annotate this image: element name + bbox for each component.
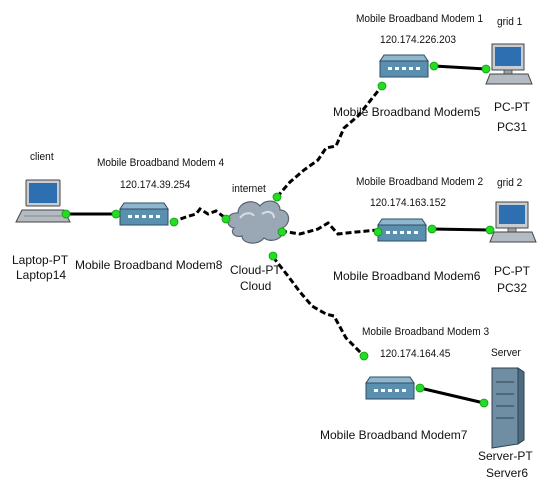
- modem5-tag-line2: 120.174.226.203: [380, 34, 456, 46]
- cable-modem6-pc32[interactable]: [431, 227, 491, 232]
- link-up-indicator: [221, 214, 231, 224]
- server-tag: Server: [491, 347, 521, 359]
- pc31-type-label: PC-PT: [494, 100, 530, 114]
- modem-icon[interactable]: [365, 376, 415, 400]
- modem5-name-label: Mobile Broadband Modem5: [333, 105, 481, 119]
- link-up-indicator: [485, 225, 495, 235]
- link-up-indicator: [277, 227, 287, 237]
- cloud-icon[interactable]: [227, 200, 290, 244]
- cable-cloud-modem6[interactable]: [280, 221, 379, 236]
- link-up-indicator: [479, 398, 489, 408]
- pc31-name-label: PC31: [497, 120, 528, 134]
- cloud-name-label: Cloud: [240, 279, 272, 293]
- pc-icon[interactable]: [489, 201, 537, 243]
- link-up-indicator: [415, 383, 425, 393]
- pc32-name-label: PC32: [497, 281, 528, 295]
- laptop-name-label: Laptop14: [16, 268, 67, 282]
- modem8-name-label: Mobile Broadband Modem8: [75, 258, 223, 272]
- cable-modem8-cloud[interactable]: [171, 207, 231, 224]
- link-up-indicator: [268, 251, 278, 261]
- modem7-tag-line2: 120.174.164.45: [380, 348, 451, 360]
- modem7-tag-line1: Mobile Broadband Modem 3: [362, 326, 490, 338]
- link-status-dots: [61, 61, 495, 408]
- server-name-label: Server6: [486, 466, 529, 480]
- server-type-label: Server-PT: [478, 449, 533, 463]
- link-up-indicator: [429, 61, 439, 71]
- modem8-tag-line2: 120.174.39.254: [120, 179, 191, 191]
- laptop-type-label: Laptop-PT: [12, 253, 69, 267]
- pc31-tag: grid 1: [497, 16, 523, 28]
- modem6-name-label: Mobile Broadband Modem6: [333, 269, 481, 283]
- link-up-indicator: [481, 64, 491, 74]
- cable-modem7-server[interactable]: [419, 386, 485, 405]
- modem6-tag-line1: Mobile Broadband Modem 2: [356, 176, 484, 188]
- modem7-name-label: Mobile Broadband Modem7: [320, 428, 468, 442]
- pc32-type-label: PC-PT: [494, 264, 530, 278]
- link-up-indicator: [359, 351, 369, 361]
- modem-icon[interactable]: [377, 218, 427, 242]
- link-up-indicator: [169, 217, 179, 227]
- link-up-indicator: [111, 209, 121, 219]
- cloud-tag: internet: [232, 183, 266, 195]
- link-up-indicator: [427, 224, 437, 234]
- laptop-icon[interactable]: [15, 179, 71, 223]
- cloud-type-label: Cloud-PT: [230, 263, 281, 277]
- pc32-tag: grid 2: [497, 177, 523, 189]
- modem-icon[interactable]: [379, 54, 429, 78]
- cable-cloud-modem7[interactable]: [271, 256, 366, 358]
- cable-cloud-modem5[interactable]: [275, 85, 384, 198]
- link-up-indicator: [373, 227, 383, 237]
- modem8-tag-line1: Mobile Broadband Modem 4: [97, 157, 225, 169]
- link-up-indicator: [61, 209, 71, 219]
- server-icon[interactable]: [491, 367, 525, 449]
- link-up-indicator: [272, 192, 282, 202]
- cable-modem5-pc31[interactable]: [433, 64, 487, 71]
- modem6-tag-line2: 120.174.163.152: [370, 197, 446, 209]
- cables: [66, 64, 491, 405]
- laptop-tag: client: [30, 151, 54, 163]
- modem-icon[interactable]: [119, 202, 169, 226]
- pc-icon[interactable]: [485, 43, 533, 85]
- link-up-indicator: [377, 81, 387, 91]
- modem5-tag-line1: Mobile Broadband Modem 1: [356, 13, 484, 25]
